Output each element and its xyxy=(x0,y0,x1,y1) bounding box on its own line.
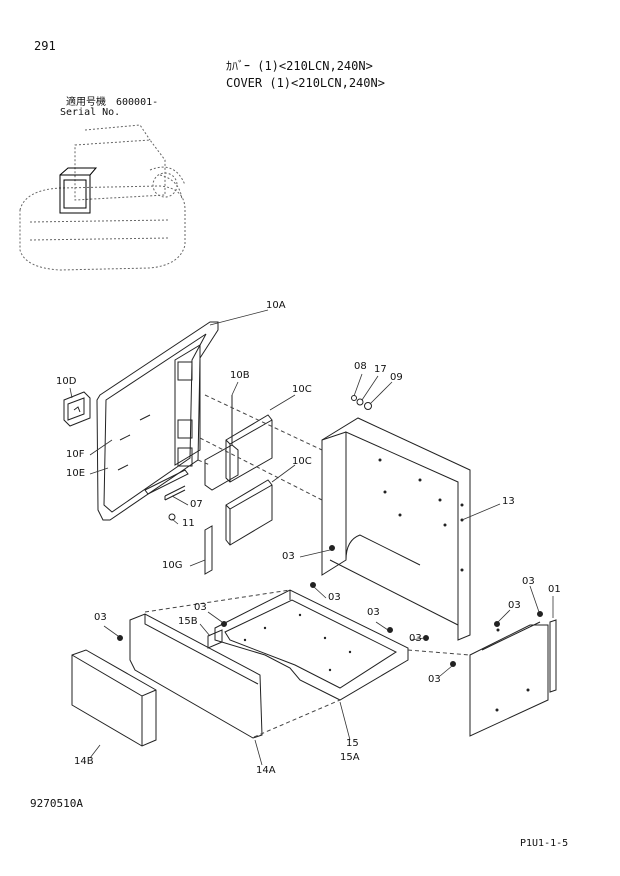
highlighted-cover-region xyxy=(59,167,98,214)
excavator-locator-sketch xyxy=(19,124,186,271)
callout-15A: 15A xyxy=(340,752,360,763)
serial-number-range: 600001- xyxy=(116,97,159,108)
document-code: 9270510A xyxy=(30,797,83,810)
callout-14A: 14A xyxy=(256,765,276,776)
callout-15B: 15B xyxy=(178,616,198,627)
latch-handle-10D xyxy=(63,391,91,427)
insulation-pad-10C-lower xyxy=(225,479,273,546)
seal-strip-01 xyxy=(549,619,557,693)
page-code: P1U1-1-5 xyxy=(520,838,569,849)
side-cover-right xyxy=(469,621,549,737)
title-english: COVER (1)<210LCN,240N> xyxy=(226,76,385,90)
callout-13: 13 xyxy=(502,496,515,507)
callout-03-h: 03 xyxy=(508,600,521,611)
callout-03-b: 03 xyxy=(328,592,341,603)
page-number: 291 xyxy=(34,39,56,53)
bolts-03 xyxy=(117,545,543,667)
callout-01: 01 xyxy=(548,584,561,595)
callout-10G: 10G xyxy=(162,560,183,571)
callout-10E: 10E xyxy=(66,468,86,479)
callout-10A: 10A xyxy=(266,300,286,311)
callout-15: 15 xyxy=(346,738,359,749)
insulation-pad-10C-upper xyxy=(225,414,273,483)
serial-label-english: Serial No. xyxy=(60,107,121,118)
insulation-block-14B xyxy=(71,649,157,747)
callout-10F: 10F xyxy=(66,449,85,460)
washer-11 xyxy=(168,513,176,521)
alignment-dashes xyxy=(144,394,471,738)
hinge-pin-07 xyxy=(164,485,186,501)
callout-03-e: 03 xyxy=(409,633,422,644)
callout-14B: 14B xyxy=(74,756,94,767)
floor-plate-15 xyxy=(214,589,409,701)
callout-07: 07 xyxy=(190,499,203,510)
callout-10C-upper: 10C xyxy=(292,384,312,395)
callout-03-i: 03 xyxy=(522,576,535,587)
callout-03-g: 03 xyxy=(428,674,441,685)
callout-03-d: 03 xyxy=(367,607,380,618)
leader-lines xyxy=(69,309,554,766)
side-cover-14A xyxy=(129,613,263,739)
callout-10C-lower: 10C xyxy=(292,456,312,467)
seal-strip-10G xyxy=(204,525,213,575)
door-panel-10A xyxy=(96,321,219,521)
callout-03-a: 03 xyxy=(282,551,295,562)
callout-08: 08 xyxy=(354,361,367,372)
callout-03-f: 03 xyxy=(94,612,107,623)
title-japanese: ｶﾊﾞｰ (1)<210LCN,240N> xyxy=(226,59,373,73)
callout-10B: 10B xyxy=(230,370,250,381)
rear-panel-13 xyxy=(321,417,471,641)
callout-11: 11 xyxy=(182,518,195,529)
callout-10D: 10D xyxy=(56,376,77,387)
serial-label-japanese: 適用号機 xyxy=(66,97,106,108)
callout-09: 09 xyxy=(390,372,403,383)
hardware-08-17-09 xyxy=(351,395,372,410)
callout-03-c: 03 xyxy=(194,602,207,613)
bracket-15B xyxy=(207,629,223,649)
callout-17: 17 xyxy=(374,364,387,375)
